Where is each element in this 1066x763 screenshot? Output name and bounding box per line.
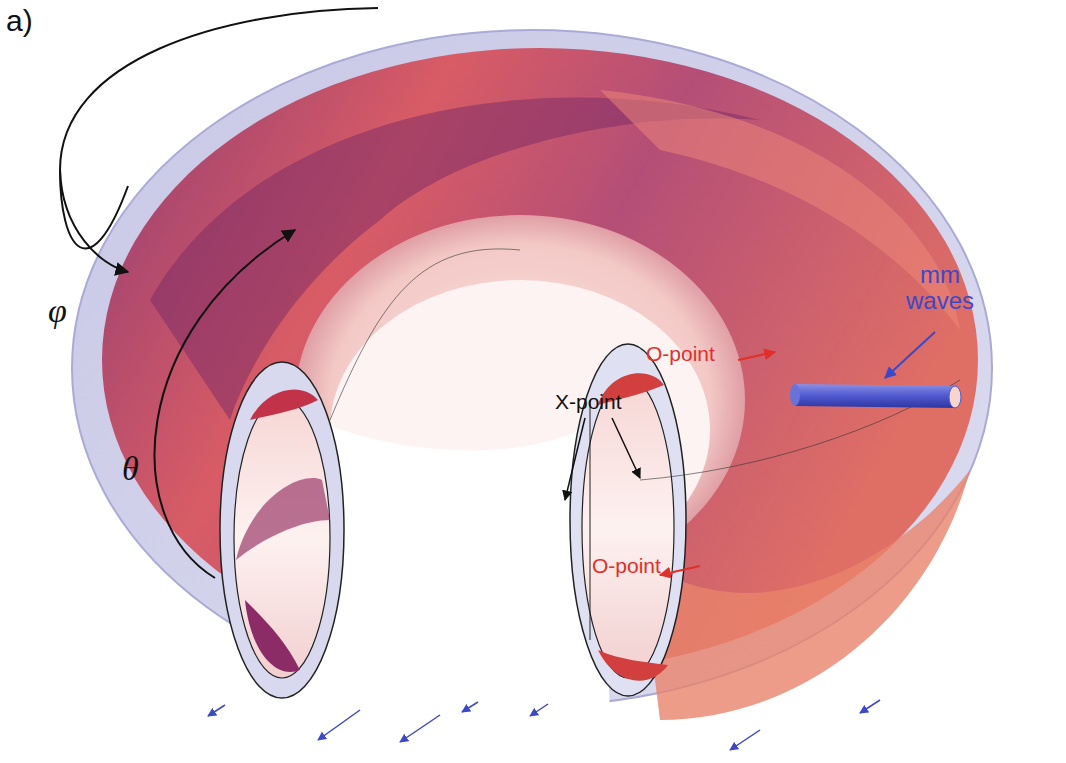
o-point-label: O-point — [646, 342, 715, 365]
toroidal-angle-label: φ — [48, 292, 67, 329]
poloidal-angle-label: θ — [122, 450, 139, 487]
panel-label: a) — [6, 4, 33, 37]
o-point-label: O-point — [592, 554, 661, 577]
mm-waves-label: mm waves — [895, 262, 985, 315]
x-point-label: X-point — [555, 390, 622, 413]
